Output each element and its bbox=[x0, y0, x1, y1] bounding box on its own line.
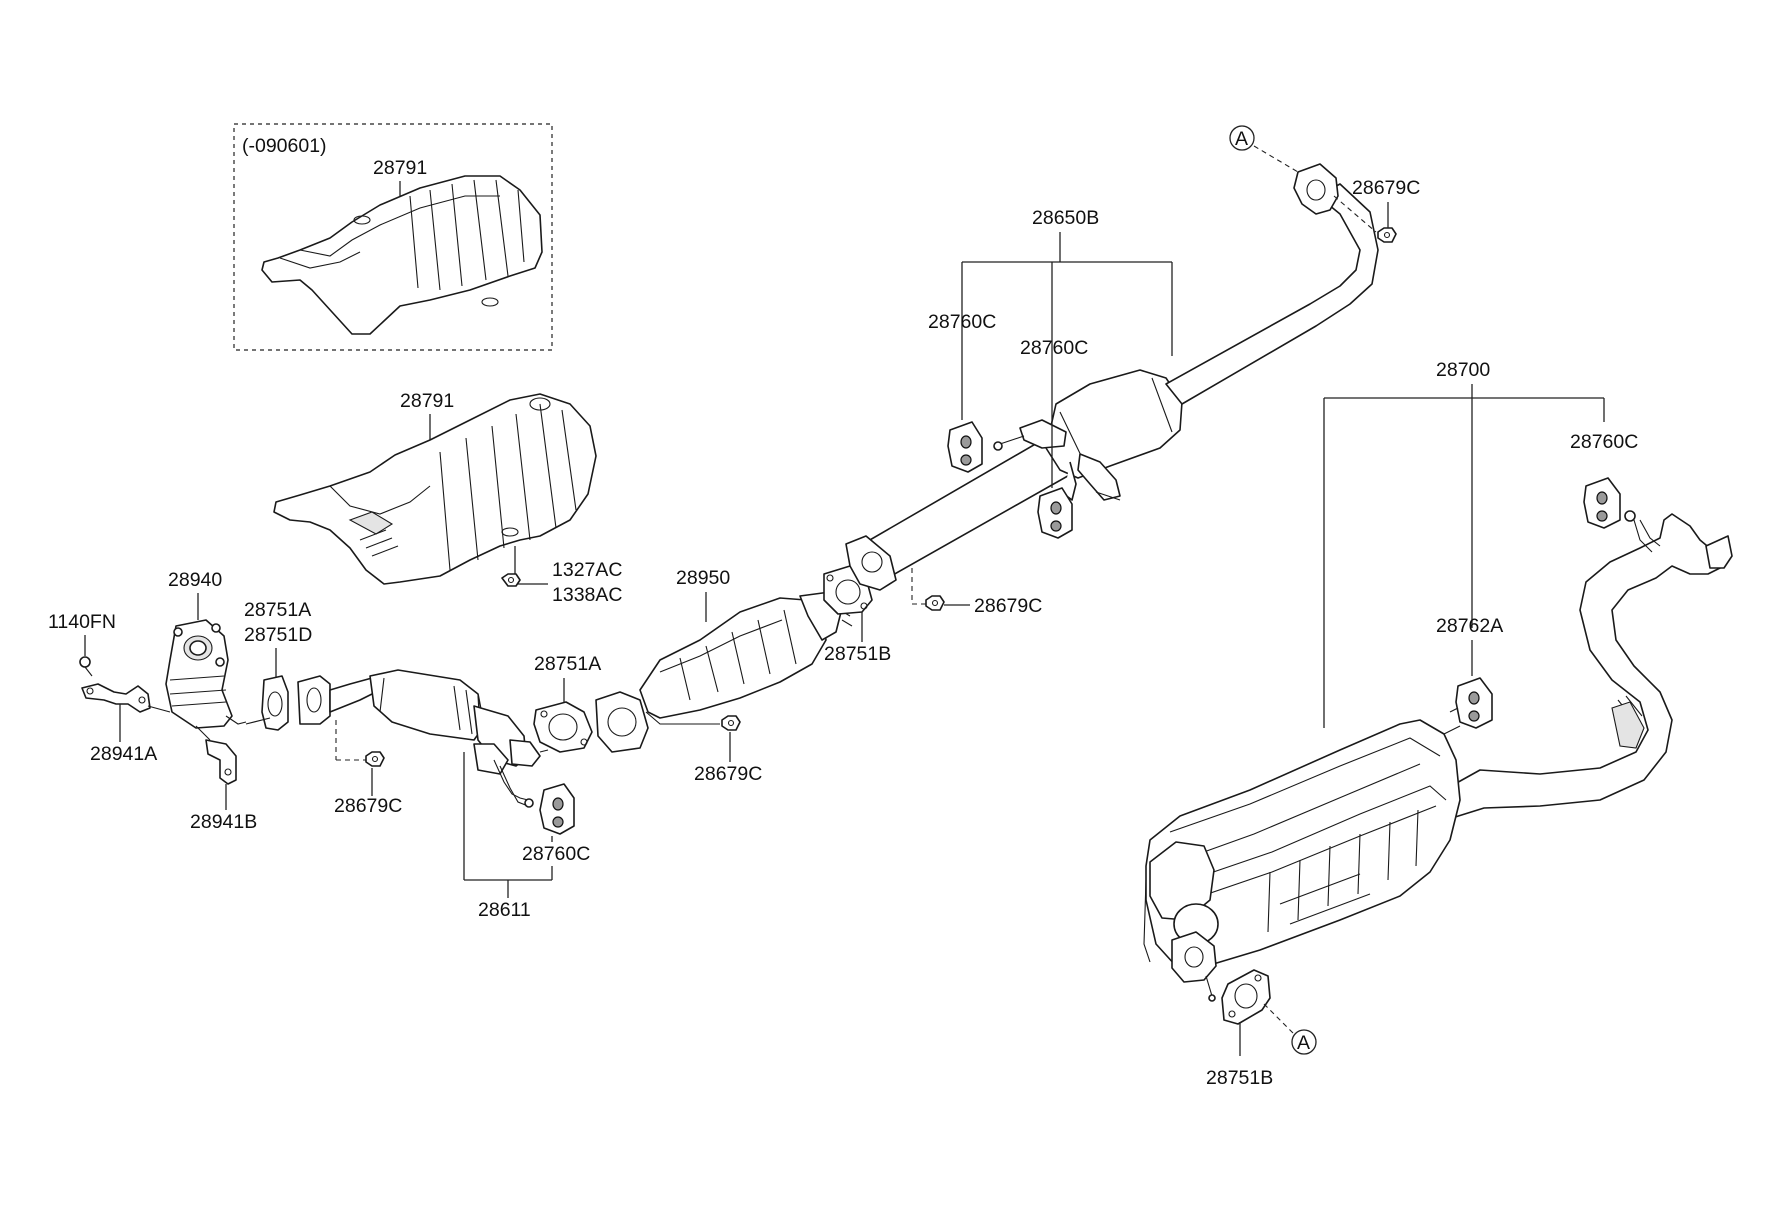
label-rear-hanger-2: 28762A bbox=[1436, 615, 1503, 637]
rear-hanger-part bbox=[1583, 477, 1621, 529]
label-front-pipe: 28611 bbox=[478, 899, 531, 921]
inset-note: (-090601) bbox=[242, 135, 327, 157]
converter-nut-icon bbox=[721, 715, 741, 731]
rear-hanger-2-part bbox=[1455, 677, 1493, 729]
heat-shield-inset-part bbox=[261, 175, 543, 335]
converter-part bbox=[595, 591, 853, 753]
svg-text:A: A bbox=[1235, 128, 1248, 150]
gasket-part bbox=[261, 675, 289, 731]
label-front-nut: 28679C bbox=[334, 795, 402, 817]
front-pipe-part bbox=[297, 669, 549, 808]
ref-a-bottom-callout: A bbox=[1291, 1029, 1317, 1055]
center-hanger-1-part bbox=[947, 421, 983, 473]
label-gasket-d: 28751D bbox=[244, 624, 312, 646]
label-front-hanger: 28760C bbox=[522, 843, 590, 865]
bolt-icon bbox=[79, 656, 93, 677]
front-hanger-part bbox=[539, 783, 575, 835]
label-center-pipe: 28650B bbox=[1032, 207, 1099, 229]
bracket-b-part bbox=[205, 739, 237, 785]
ref-a-top-callout: A bbox=[1229, 125, 1255, 151]
center-top-nut-icon bbox=[1377, 227, 1397, 243]
label-heat-shield-inset: 28791 bbox=[373, 157, 427, 179]
label-gasket-a2: 28751A bbox=[534, 653, 601, 675]
manifold-converter-part bbox=[165, 619, 247, 729]
bracket-a-part bbox=[81, 683, 151, 713]
label-converter-nut: 28679C bbox=[694, 763, 762, 785]
label-nut-a: 1327AC bbox=[552, 559, 622, 581]
muffler-part bbox=[1143, 510, 1733, 1002]
label-nut-b: 1338AC bbox=[552, 584, 622, 606]
label-gasket-a: 28751A bbox=[244, 599, 311, 621]
label-heat-shield: 28791 bbox=[400, 390, 454, 412]
label-rear-hanger: 28760C bbox=[1570, 431, 1638, 453]
label-rear-gasket: 28751B bbox=[1206, 1067, 1273, 1089]
rear-gasket-part bbox=[1221, 969, 1271, 1025]
svg-text:A: A bbox=[1297, 1032, 1310, 1054]
label-center-nut: 28679C bbox=[974, 595, 1042, 617]
label-gasket-b: 28751B bbox=[824, 643, 891, 665]
label-converter: 28950 bbox=[676, 567, 730, 589]
label-manifold-converter: 28940 bbox=[168, 569, 222, 591]
center-hanger-2-part bbox=[1037, 487, 1073, 539]
heat-shield-part bbox=[273, 393, 597, 585]
gasket-a2-part bbox=[533, 701, 593, 753]
nut-icon bbox=[501, 573, 521, 587]
label-center-hanger-1: 28760C bbox=[928, 311, 996, 333]
center-pipe-part bbox=[845, 163, 1379, 591]
label-bolt: 1140FN bbox=[48, 611, 116, 633]
label-muffler: 28700 bbox=[1436, 359, 1490, 381]
label-bracket-b: 28941B bbox=[190, 811, 257, 833]
front-nut-icon bbox=[365, 751, 385, 767]
label-center-hanger-2: 28760C bbox=[1020, 337, 1088, 359]
center-nut-icon bbox=[925, 595, 945, 611]
label-bracket-a: 28941A bbox=[90, 743, 157, 765]
label-center-top-nut: 28679C bbox=[1352, 177, 1420, 199]
